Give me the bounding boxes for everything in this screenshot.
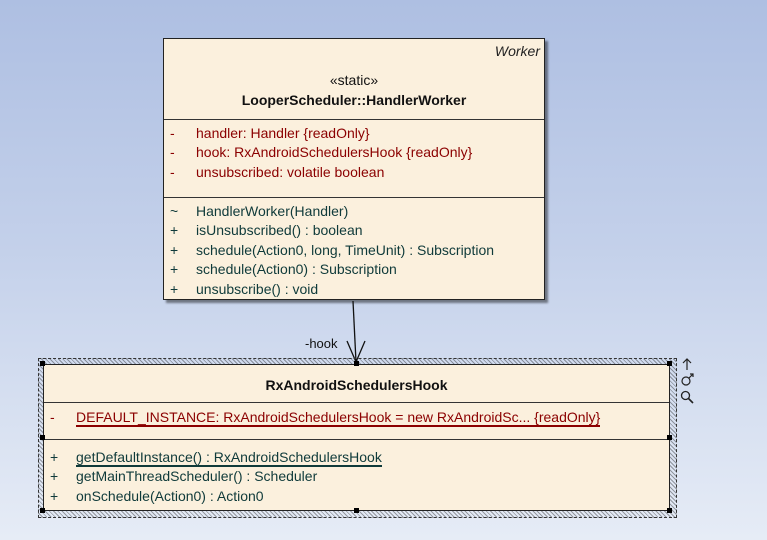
resize-handle-n[interactable] [354,361,359,366]
resize-handle-ne[interactable] [667,361,672,366]
attribute-row[interactable]: - handler: Handler {readOnly} [164,125,544,144]
operation-row[interactable]: + unsubscribe() : void [164,281,544,300]
visibility-marker: + [170,281,179,297]
operation-row[interactable]: + isUnsubscribed() : boolean [164,222,544,241]
class-name: RxAndroidSchedulersHook [265,377,448,393]
attribute-row[interactable]: - unsubscribed: volatile boolean [164,164,544,183]
resize-handle-sw[interactable] [40,508,45,513]
attribute-row[interactable]: - DEFAULT_INSTANCE: RxAndroidSchedulersH… [44,409,669,428]
operation-text: getDefaultInstance() : RxAndroidSchedule… [76,449,382,467]
operation-row[interactable]: + schedule(Action0, long, TimeUnit) : Su… [164,242,544,261]
operation-row[interactable]: ~ HandlerWorker(Handler) [164,203,544,222]
class-name: LooperScheduler::HandlerWorker [241,92,467,108]
operation-text: getMainThreadScheduler() : Scheduler [76,468,318,484]
link-icon[interactable] [680,373,694,390]
visibility-marker: + [50,468,59,484]
operation-text: isUnsubscribed() : boolean [196,222,363,238]
rx-android-schedulers-hook-class[interactable]: RxAndroidSchedulersHook - DEFAULT_INSTAN… [43,364,670,511]
operation-text: unsubscribe() : void [196,281,319,297]
attribute-text: unsubscribed: volatile boolean [196,164,385,180]
visibility-marker: + [50,449,59,465]
visibility-marker: + [50,488,59,504]
attribute-text: DEFAULT_INSTANCE: RxAndroidSchedulersHoo… [76,409,601,427]
visibility-marker: - [170,164,175,180]
attribute-row[interactable]: - hook: RxAndroidSchedulersHook {readOnl… [164,144,544,163]
resize-handle-e[interactable] [667,435,672,440]
operation-row[interactable]: + onSchedule(Action0) : Action0 [44,488,669,507]
worker-stereotype-label: Worker [494,43,540,59]
attribute-text: handler: Handler {readOnly} [196,125,370,141]
visibility-marker: - [170,125,175,141]
resize-handle-se[interactable] [667,508,672,513]
visibility-marker: ~ [170,203,179,219]
visibility-marker: + [170,242,179,258]
operations-divider [164,197,544,198]
visibility-marker: - [170,144,175,160]
operation-text: onSchedule(Action0) : Action0 [76,488,264,504]
operation-text: schedule(Action0) : Subscription [196,261,397,277]
resize-handle-w[interactable] [40,435,45,440]
operation-text: schedule(Action0, long, TimeUnit) : Subs… [196,242,495,258]
arrow-up-icon[interactable] [681,357,693,374]
visibility-marker: + [170,261,179,277]
handler-worker-class[interactable]: Worker «static» LooperScheduler::Handler… [163,38,545,300]
search-icon[interactable] [680,390,694,407]
static-stereotype: «static» [329,72,379,88]
operation-row[interactable]: + schedule(Action0) : Subscription [164,261,544,280]
association-role-label: -hook [305,336,338,351]
operations-divider [44,439,669,440]
visibility-marker: - [50,409,55,425]
visibility-marker: + [170,222,179,238]
resize-handle-nw[interactable] [40,361,45,366]
operation-row[interactable]: + getDefaultInstance() : RxAndroidSchedu… [44,449,669,468]
attributes-divider [44,402,669,403]
operation-row[interactable]: + getMainThreadScheduler() : Scheduler [44,468,669,487]
operation-text: HandlerWorker(Handler) [196,203,349,219]
attributes-divider [164,119,544,120]
resize-handle-s[interactable] [354,508,359,513]
attribute-text: hook: RxAndroidSchedulersHook {readOnly} [196,144,473,160]
